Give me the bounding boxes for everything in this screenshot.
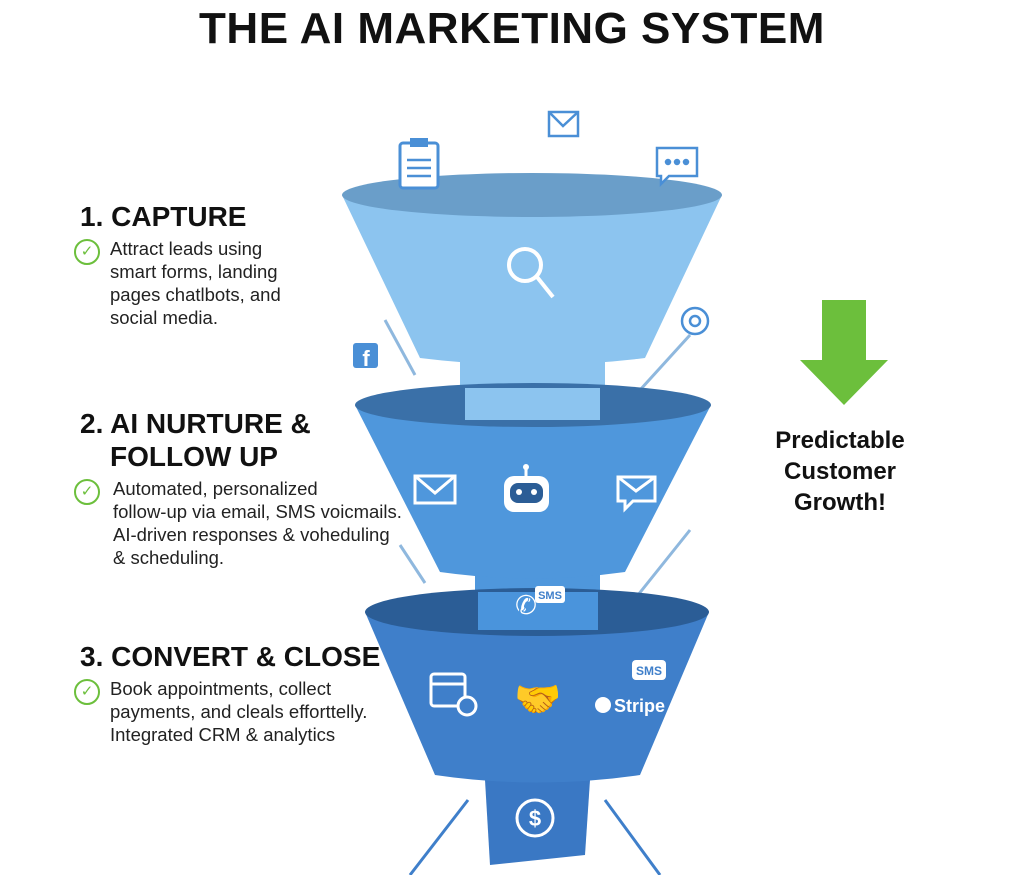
page-title: THE AI MARKETING SYSTEM (199, 4, 825, 53)
svg-text:f: f (362, 346, 370, 371)
step-description: ✓ Book appointments, collect payments, a… (74, 677, 380, 746)
step-nurture: 2. AI NURTURE &FOLLOW UP ✓ Automated, pe… (74, 407, 402, 569)
check-icon: ✓ (74, 239, 100, 265)
message-icon (616, 475, 657, 513)
dollar-icon (515, 798, 555, 838)
clipboard-icon (398, 138, 440, 190)
desc-line: social media. (110, 307, 218, 328)
desc-line: Book appointments, collect (110, 678, 332, 699)
svg-text:SMS: SMS (538, 590, 562, 602)
step-capture: 1. CAPTURE ✓ Attract leads using smart f… (74, 200, 281, 329)
step-heading: 3. CONVERT & CLOSE (80, 641, 381, 672)
desc-line: Attract leads using (110, 238, 263, 259)
check-icon: ✓ (74, 679, 100, 705)
robot-icon (504, 464, 549, 512)
growth-arrow-icon (800, 300, 888, 405)
email-icon (547, 110, 580, 138)
facebook-icon: f (353, 343, 378, 371)
outcome-line: Customer (783, 458, 897, 485)
step-description: ✓ Automated, personalized follow-up via … (74, 477, 402, 569)
check-icon: ✓ (74, 479, 100, 505)
heading-line: FOLLOW UP (110, 441, 278, 472)
outcome-text: Predictable Customer Growth! (750, 425, 930, 518)
neck-1-inner (465, 388, 600, 420)
step-description: ✓ Attract leads using smart forms, landi… (74, 237, 281, 329)
desc-line: pages chatlbots, and (110, 284, 281, 305)
svg-text:🤝: 🤝 (514, 677, 561, 721)
step-heading: 2. AI NURTURE &FOLLOW UP (80, 407, 402, 473)
desc-line: & scheduling. (113, 547, 225, 568)
instagram-icon (680, 306, 710, 336)
heading-line: 2. AI NURTURE & (80, 408, 311, 439)
svg-text:Stripe: Stripe (614, 696, 665, 716)
desc-line: payments, and cleals efforttelly. (110, 701, 368, 722)
desc-line: follow-up via email, SMS voicmails. (113, 501, 402, 522)
chat-icon (655, 146, 699, 188)
neck-2-inner (478, 592, 598, 630)
calendar-icon (429, 672, 478, 717)
outcome-line: Predictable (775, 427, 905, 454)
desc-line: Integrated CRM & analytics (110, 724, 336, 745)
desc-line: AI-driven responses & voheduling (113, 524, 390, 545)
arrows (383, 319, 692, 875)
envelope-icon (413, 474, 457, 505)
svg-text:✆: ✆ (515, 591, 537, 621)
desc-line: smart forms, landing (110, 261, 278, 282)
outcome-line: Growth! (794, 489, 886, 516)
search-icon (507, 247, 555, 299)
phone-sms-icon: ✆SMS (515, 586, 565, 621)
sms-bubble-icon: SMS (632, 660, 666, 680)
dollar-symbol: $ (529, 806, 541, 831)
svg-text:SMS: SMS (636, 664, 662, 678)
handshake-icon: 🤝 (514, 677, 561, 721)
step-convert: 3. CONVERT & CLOSE ✓ Book appointments, … (74, 640, 381, 746)
step-heading: 1. CAPTURE (80, 201, 247, 232)
desc-line: Automated, personalized (113, 478, 318, 499)
stripe-icon: Stripe (595, 696, 665, 716)
funnel-convert (365, 612, 709, 783)
funnel-stem (485, 780, 590, 865)
